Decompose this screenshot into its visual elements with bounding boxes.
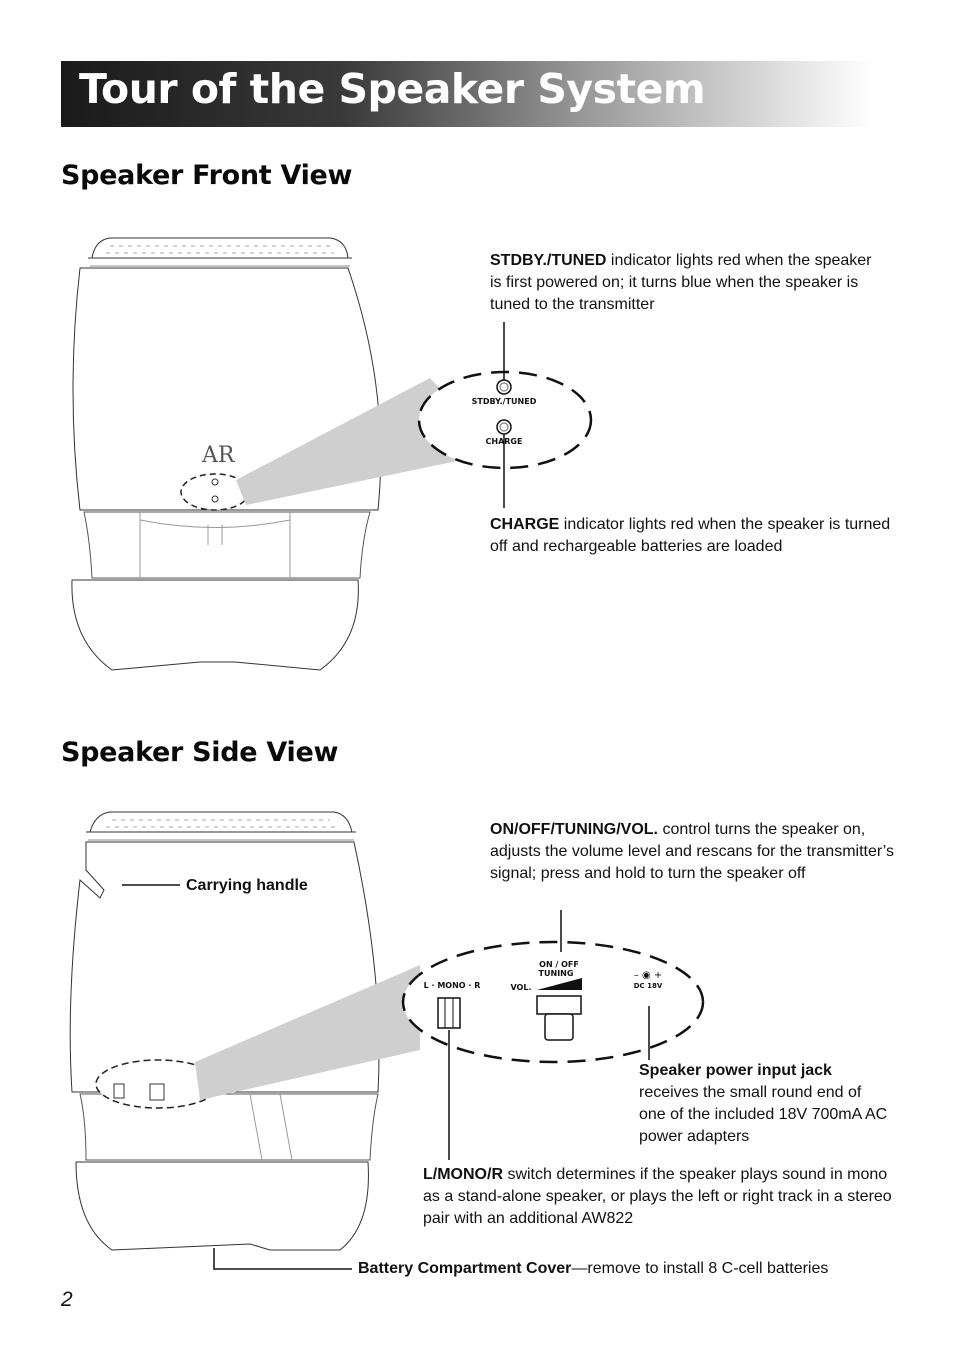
battery-callout-line xyxy=(213,1248,352,1270)
vol-panel-label: VOL. xyxy=(511,983,532,992)
stdby-callout-text: indicator lights red when the speaker is… xyxy=(490,252,872,313)
onoff-callout-term: ON/OFF/TUNING/VOL. xyxy=(490,821,658,838)
onoff-callout: ON/OFF/TUNING/VOL. control turns the spe… xyxy=(490,819,900,885)
front-view-heading: Speaker Front View xyxy=(61,160,353,191)
lmr-small-switch-icon xyxy=(113,1083,125,1099)
charge-callout-text: indicator lights red when the speaker is… xyxy=(490,516,891,555)
stdby-callout-term: STDBY./TUNED xyxy=(490,252,607,269)
brand-logo-icon: AR xyxy=(201,443,236,468)
charge-small-led-icon xyxy=(211,495,219,503)
stdby-small-led-icon xyxy=(211,478,219,486)
onoff-callout-text: control turns the speaker on, adjusts th… xyxy=(490,821,895,882)
lmr-callout: L/MONO/R switch determines if the speake… xyxy=(423,1164,903,1230)
vol-small-knob-icon xyxy=(149,1083,165,1101)
lmr-callout-term: L/MONO/R xyxy=(423,1166,503,1183)
title-banner: Tour of the Speaker System xyxy=(61,61,873,127)
power-callout-text: receives the small round end of one of t… xyxy=(639,1084,888,1145)
onoff-panel-label: ON / OFF xyxy=(539,960,579,969)
power-callout-term: Speaker power input jack xyxy=(639,1062,832,1079)
side-zoom-wedge xyxy=(195,965,420,1100)
lmr-callout-text: switch determines if the speaker plays s… xyxy=(423,1166,892,1227)
battery-callout: Battery Compartment Cover—remove to inst… xyxy=(358,1258,938,1280)
polarity-symbol-icon: – ◉ + xyxy=(634,970,662,981)
volume-wedge-icon xyxy=(537,978,582,990)
page-number: 2 xyxy=(61,1288,73,1311)
charge-callout: CHARGE indicator lights red when the spe… xyxy=(490,514,900,558)
stdby-led-icon xyxy=(496,379,512,395)
lmr-switch-icon xyxy=(437,997,461,1029)
handle-callout-term: Carrying handle xyxy=(186,877,308,894)
handle-callout: Carrying handle xyxy=(186,875,386,897)
battery-callout-term: Battery Compartment Cover xyxy=(358,1260,572,1277)
stdby-panel-label: STDBY./TUNED xyxy=(472,397,537,406)
tuning-panel-label: TUNING xyxy=(539,969,574,978)
battery-callout-text: —remove to install 8 C-cell batteries xyxy=(571,1260,829,1277)
dc-panel-label: DC 18V xyxy=(634,982,663,990)
charge-led-icon xyxy=(496,419,512,435)
lmr-panel-label: L · MONO · R xyxy=(424,981,481,990)
power-callout: Speaker power input jack receives the sm… xyxy=(639,1060,889,1148)
charge-callout-term: CHARGE xyxy=(490,516,560,533)
page-title: Tour of the Speaker System xyxy=(79,65,706,113)
stdby-callout: STDBY./TUNED indicator lights red when t… xyxy=(490,250,880,316)
front-speaker-drawing xyxy=(71,237,382,671)
side-view-heading: Speaker Side View xyxy=(61,737,339,768)
volume-knob-icon xyxy=(536,995,582,1015)
